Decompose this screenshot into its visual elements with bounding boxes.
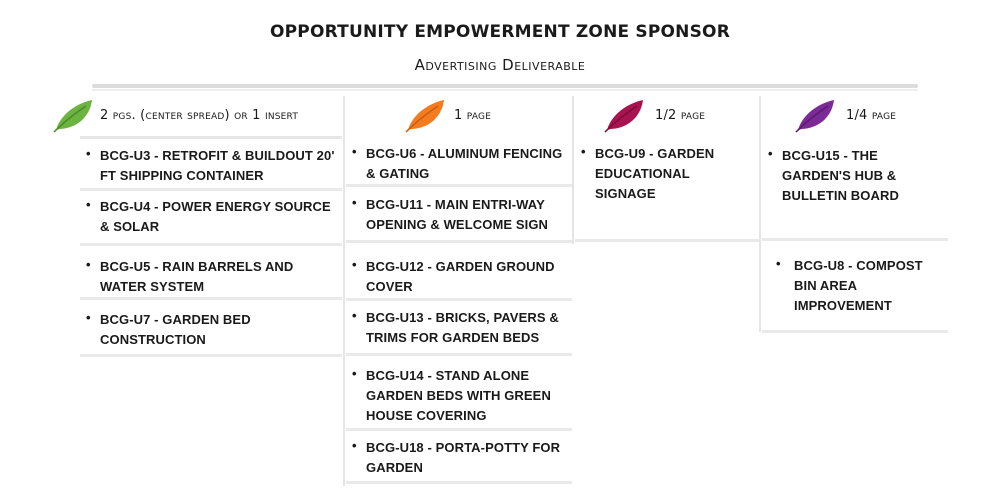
list-item: • BCG-U3 - RETROFIT & BUILDOUT 20' FT SH… bbox=[80, 146, 342, 191]
bullet-icon: • bbox=[581, 144, 586, 159]
column-header: 1/4 page bbox=[762, 98, 948, 136]
column-divider bbox=[572, 96, 574, 244]
list-item: • BCG-U14 - STAND ALONE GARDEN BEDS WITH… bbox=[346, 366, 572, 431]
column-header-label: 1 page bbox=[454, 108, 492, 123]
list-item: • BCG-U12 - GARDEN GROUND COVER bbox=[346, 257, 572, 301]
column-divider bbox=[343, 96, 345, 486]
orange-leaf-icon bbox=[405, 100, 444, 133]
bullet-icon: • bbox=[86, 146, 91, 161]
maroon-leaf-icon bbox=[604, 100, 643, 133]
list-item: • BCG-U13 - BRICKS, PAVERS & TRIMS FOR G… bbox=[346, 308, 572, 356]
list-item: • BCG-U18 - PORTA-POTTY FOR GARDEN bbox=[346, 438, 572, 484]
list-item-text: BCG-U9 - GARDEN EDUCATIONAL SIGNAGE bbox=[595, 146, 715, 201]
list-item-text: BCG-U4 - POWER ENERGY SOURCE & SOLAR bbox=[100, 199, 331, 234]
bullet-icon: • bbox=[86, 310, 91, 325]
list-item-text: BCG-U8 - COMPOST BIN AREA IMPROVEMENT bbox=[794, 258, 923, 313]
list-item-text: BCG-U5 - RAIN BARRELS AND WATER SYSTEM bbox=[100, 259, 294, 294]
bullet-icon: • bbox=[352, 366, 357, 381]
list-item: • BCG-U5 - RAIN BARRELS AND WATER SYSTEM bbox=[80, 257, 342, 300]
list-item-text: BCG-U6 - ALUMINUM FENCING & GATING bbox=[366, 146, 563, 181]
list-item: • BCG-U6 - ALUMINUM FENCING & GATING bbox=[346, 144, 572, 187]
column-divider bbox=[759, 96, 761, 332]
bullet-icon: • bbox=[768, 146, 773, 161]
list-item-text: BCG-U13 - BRICKS, PAVERS & TRIMS FOR GAR… bbox=[366, 310, 559, 345]
column-header-label: 1/4 page bbox=[846, 108, 897, 123]
column-quarter-page: 1/4 page • BCG-U15 - THE GARDEN'S HUB & … bbox=[762, 98, 948, 338]
list-item: • BCG-U7 - GARDEN BED CONSTRUCTION bbox=[80, 310, 342, 357]
column-header: 2 pgs. (center spread) or 1 insert bbox=[53, 98, 342, 139]
list-item: • BCG-U11 - MAIN ENTRI-WAY OPENING & WEL… bbox=[346, 195, 572, 243]
list-item-text: BCG-U7 - GARDEN BED CONSTRUCTION bbox=[100, 312, 251, 347]
header-divider-shadow bbox=[92, 89, 918, 91]
page-title: OPPORTUNITY EMPOWERMENT ZONE SPONSOR bbox=[270, 22, 730, 42]
list-item-text: BCG-U15 - THE GARDEN'S HUB & BULLETIN BO… bbox=[782, 148, 899, 203]
column-header: 1/2 page bbox=[575, 98, 759, 136]
bullet-icon: • bbox=[352, 195, 357, 210]
green-leaf-icon bbox=[53, 100, 92, 133]
header-divider bbox=[92, 84, 918, 88]
purple-leaf-icon bbox=[795, 100, 834, 133]
bullet-icon: • bbox=[86, 257, 91, 272]
list-item: • BCG-U4 - POWER ENERGY SOURCE & SOLAR bbox=[80, 197, 342, 246]
bullet-icon: • bbox=[352, 308, 357, 323]
column-one-page: 1 page • BCG-U6 - ALUMINUM FENCING & GAT… bbox=[346, 98, 572, 486]
bullet-icon: • bbox=[86, 197, 91, 212]
column-header-label: 2 pgs. (center spread) or 1 insert bbox=[100, 108, 299, 123]
column-header-label: 1/2 page bbox=[655, 108, 706, 123]
column-two-pages: 2 pgs. (center spread) or 1 insert • BCG… bbox=[53, 98, 342, 358]
column-half-page: 1/2 page • BCG-U9 - GARDEN EDUCATIONAL S… bbox=[575, 98, 759, 248]
bullet-icon: • bbox=[352, 257, 357, 272]
list-item: • BCG-U9 - GARDEN EDUCATIONAL SIGNAGE bbox=[575, 144, 759, 242]
list-item-text: BCG-U11 - MAIN ENTRI-WAY OPENING & WELCO… bbox=[366, 197, 549, 232]
list-item-text: BCG-U3 - RETROFIT & BUILDOUT 20' FT SHIP… bbox=[100, 148, 335, 183]
list-item: • BCG-U15 - THE GARDEN'S HUB & BULLETIN … bbox=[762, 146, 948, 241]
column-header: 1 page bbox=[346, 98, 572, 142]
list-item-text: BCG-U18 - PORTA-POTTY FOR GARDEN bbox=[366, 440, 561, 475]
bullet-icon: • bbox=[352, 438, 357, 453]
list-item-text: BCG-U14 - STAND ALONE GARDEN BEDS WITH G… bbox=[366, 368, 551, 423]
page-subtitle: Advertising Deliverable bbox=[414, 56, 586, 74]
list-item-text: BCG-U12 - GARDEN GROUND COVER bbox=[366, 259, 555, 294]
list-item: • BCG-U8 - COMPOST BIN AREA IMPROVEMENT bbox=[762, 256, 948, 333]
bullet-icon: • bbox=[352, 144, 357, 159]
bullet-icon: • bbox=[776, 256, 781, 271]
